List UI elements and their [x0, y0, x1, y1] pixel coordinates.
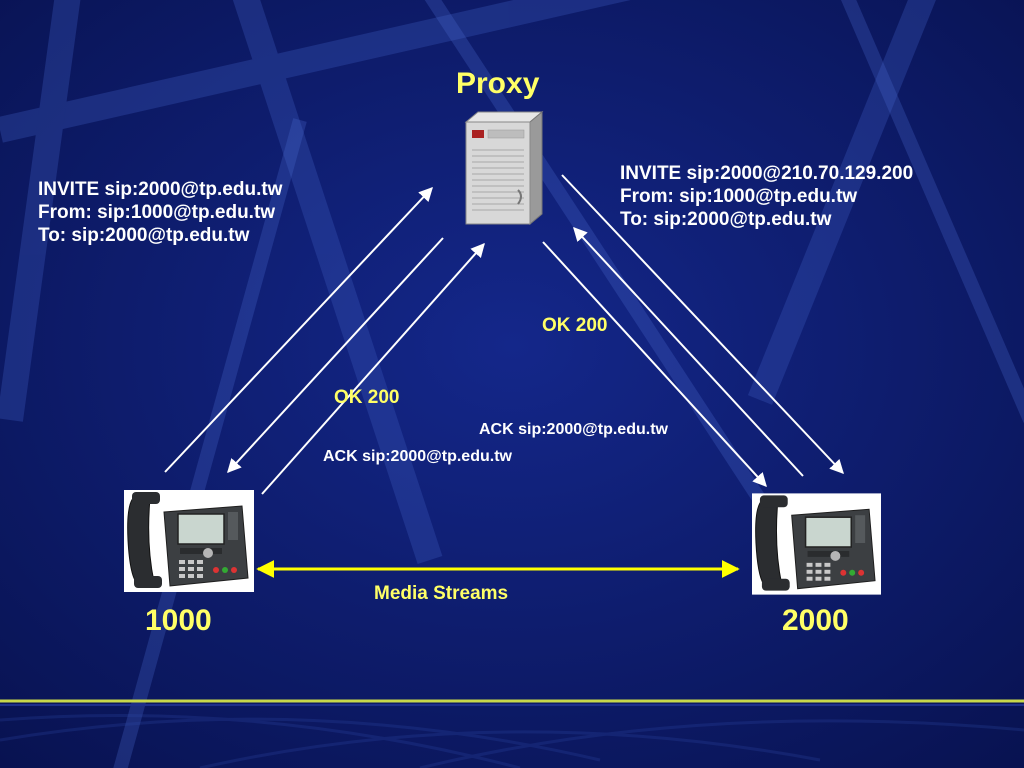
ack-arrow-left [261, 242, 485, 495]
invite-right-line-2: From: sip:1000@tp.edu.tw [620, 186, 858, 207]
ok-arrow-right [573, 226, 804, 477]
proxy-label: Proxy [456, 67, 540, 100]
server-icon [464, 110, 544, 226]
invite-left-line-3: To: sip:2000@tp.edu.tw [38, 225, 250, 246]
ack-right-label: ACK sip:2000@tp.edu.tw [479, 421, 668, 438]
ok-arrow-left [227, 237, 444, 474]
invite-message-left: INVITE sip:2000@tp.edu.tw From: sip:1000… [38, 178, 282, 247]
ok-200-right-label: OK 200 [542, 315, 608, 336]
ip-phone-icon-1000 [124, 490, 254, 592]
ack-arrow-right [542, 241, 767, 488]
extension-2000-label: 2000 [782, 604, 849, 637]
invite-arrow-right [561, 174, 844, 475]
invite-left-line-1: INVITE sip:2000@tp.edu.tw [38, 179, 283, 200]
ip-phone-icon-2000 [752, 493, 881, 595]
extension-1000-label: 1000 [145, 604, 212, 637]
invite-right-line-3: To: sip:2000@tp.edu.tw [620, 209, 832, 230]
ack-left-label: ACK sip:2000@tp.edu.tw [323, 448, 512, 465]
invite-left-line-2: From: sip:1000@tp.edu.tw [38, 202, 276, 223]
invite-right-line-1: INVITE sip:2000@210.70.129.200 [620, 163, 914, 184]
ok-200-left-label: OK 200 [334, 387, 400, 408]
media-streams-label: Media Streams [374, 583, 509, 604]
invite-arrow-left [164, 186, 433, 473]
invite-message-right: INVITE sip:2000@210.70.129.200 From: sip… [620, 162, 913, 231]
